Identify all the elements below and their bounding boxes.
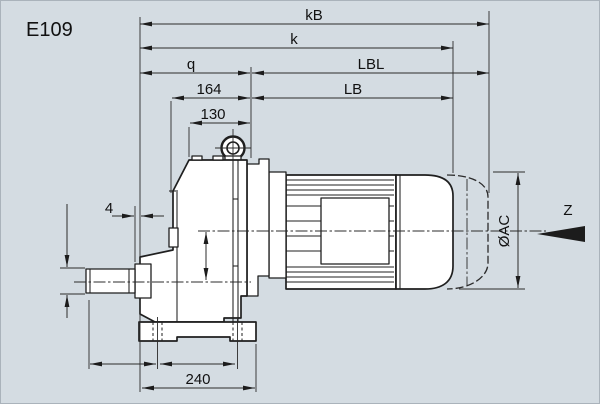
dim-label-kB: kB [305,7,323,24]
housing-side-boss [168,227,179,248]
dim-4: 4 [105,200,164,219]
extension-lines [60,11,525,392]
dim-kB: kB [140,7,489,27]
gearmotor-outline [74,129,546,369]
centerlines [74,129,546,369]
adapter-flange [246,158,287,297]
dim-label-k: k [290,31,298,48]
motor-fins [286,179,394,283]
motor [285,174,454,290]
gear-housing [85,155,248,323]
dim-label-130: 130 [200,106,225,123]
dim-AC: ØAC [496,173,521,288]
dim-240: 240 [142,371,255,391]
housing-top-tab [191,155,203,161]
view-z-arrow-icon [537,226,585,242]
dimensions: kB k q LBL 164 LB 130 4 [64,7,521,391]
dim-LBL: LBL [252,56,489,76]
foot-block [138,321,257,342]
view-direction-z: Z [537,202,585,242]
gear-housing-body [139,159,248,323]
adapter-plate [246,158,270,297]
dim-label-q: q [187,56,195,73]
phantom-brake-outline [446,174,489,290]
dim-label-LB: LB [344,81,362,98]
figure-code: E109 [26,19,73,41]
dim-130: 130 [190,106,250,126]
dim-label-AC: ØAC [496,215,513,248]
output-shaft [85,268,136,294]
dim-164: 164 [172,81,250,101]
view-z-label: Z [563,202,572,219]
dim-LB: LB [252,81,453,101]
dim-label-4: 4 [105,200,113,217]
dim-label-240: 240 [185,371,210,388]
dim-label-164: 164 [196,81,221,98]
motor-flange [268,171,287,279]
housing-top-tab [212,155,224,161]
dim-label-LBL: LBL [358,56,385,73]
mounting-foot [138,321,257,342]
fan-cowl [395,174,454,290]
dim-q: q [140,56,250,76]
output-bearing-hub [134,263,152,299]
dim-k: k [140,31,453,51]
